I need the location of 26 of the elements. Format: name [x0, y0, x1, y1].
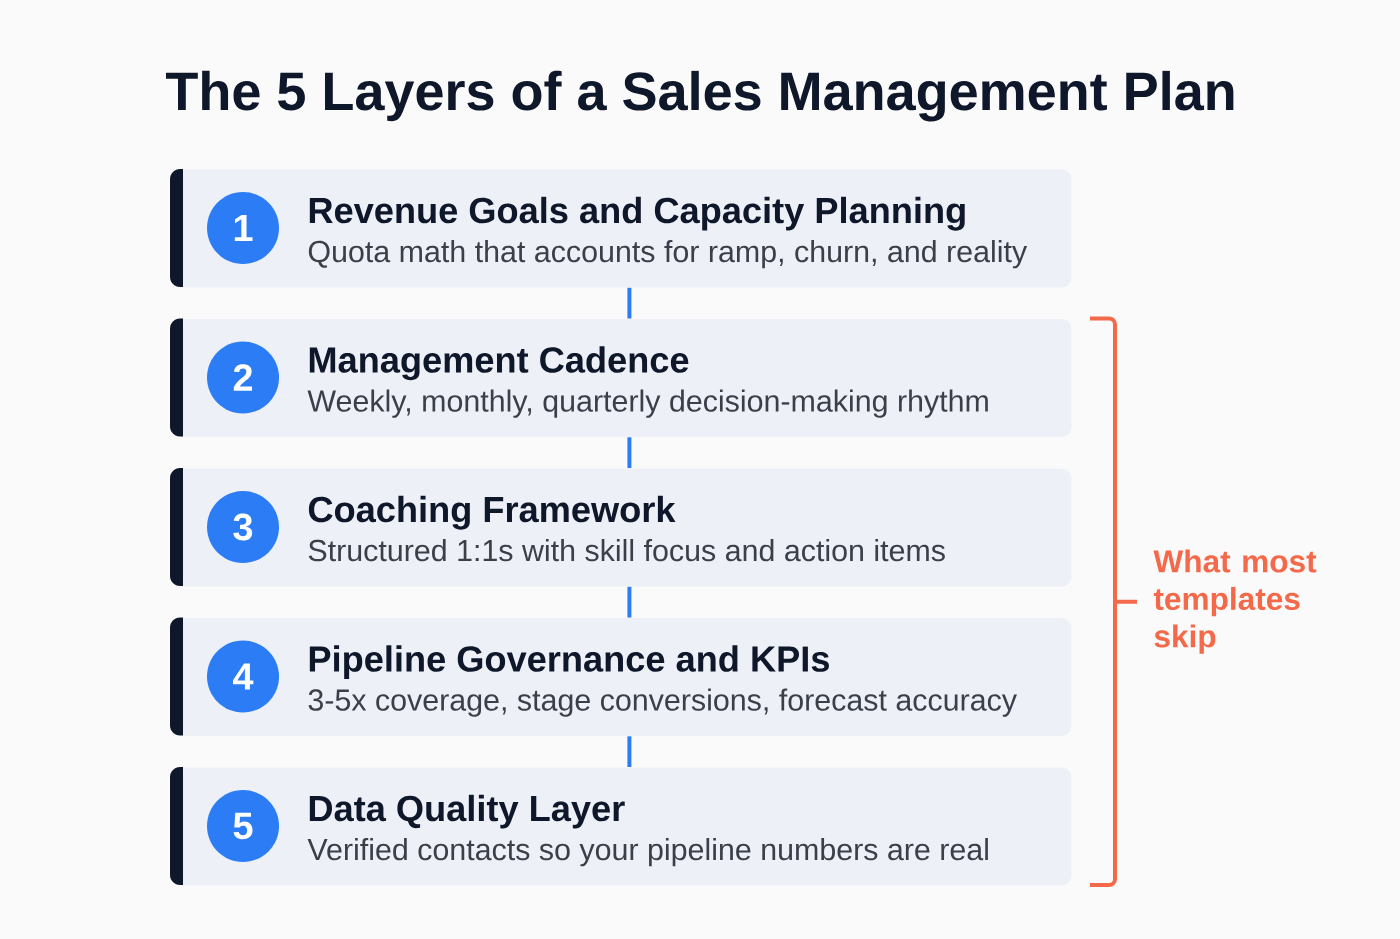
card-description: 3-5x coverage, stage conversions, forecast accuracy — [308, 688, 1017, 717]
card-heading: Coaching Framework — [308, 495, 676, 530]
number-badge: 5 — [207, 790, 279, 862]
connector-line — [627, 287, 632, 319]
card-heading: Management Cadence — [309, 346, 689, 381]
bracket-label: What most templates skip — [1153, 549, 1317, 654]
card — [170, 169, 1072, 288]
connector-line — [627, 437, 632, 468]
card — [170, 318, 1072, 437]
card-heading: Revenue Goals and Capacity Planning — [309, 196, 965, 231]
number-badge: 2 — [207, 341, 279, 414]
number-badge: 3 — [207, 491, 279, 563]
card-heading: Pipeline Governance and KPIs — [309, 645, 829, 679]
connector-line — [627, 586, 632, 618]
card — [170, 617, 1072, 736]
connector-line — [627, 736, 632, 767]
card-description: Weekly, monthly, quarterly decision-making rhythm — [307, 389, 988, 418]
card-heading: Data Quality Layer — [309, 794, 625, 829]
card — [170, 468, 1072, 587]
card — [170, 767, 1072, 886]
card-description: Structured 1:1s with skill focus and action items — [308, 539, 945, 562]
card-description: Quota math that accounts for ramp, churn, and reality — [308, 240, 1028, 269]
card-description: Verified contacts so your pipeline numbers are real — [307, 838, 988, 867]
number-badge: 1 — [207, 192, 279, 264]
number-badge: 4 — [207, 640, 279, 713]
title: The 5 Layers of a Sales Management Plan — [166, 70, 1234, 122]
